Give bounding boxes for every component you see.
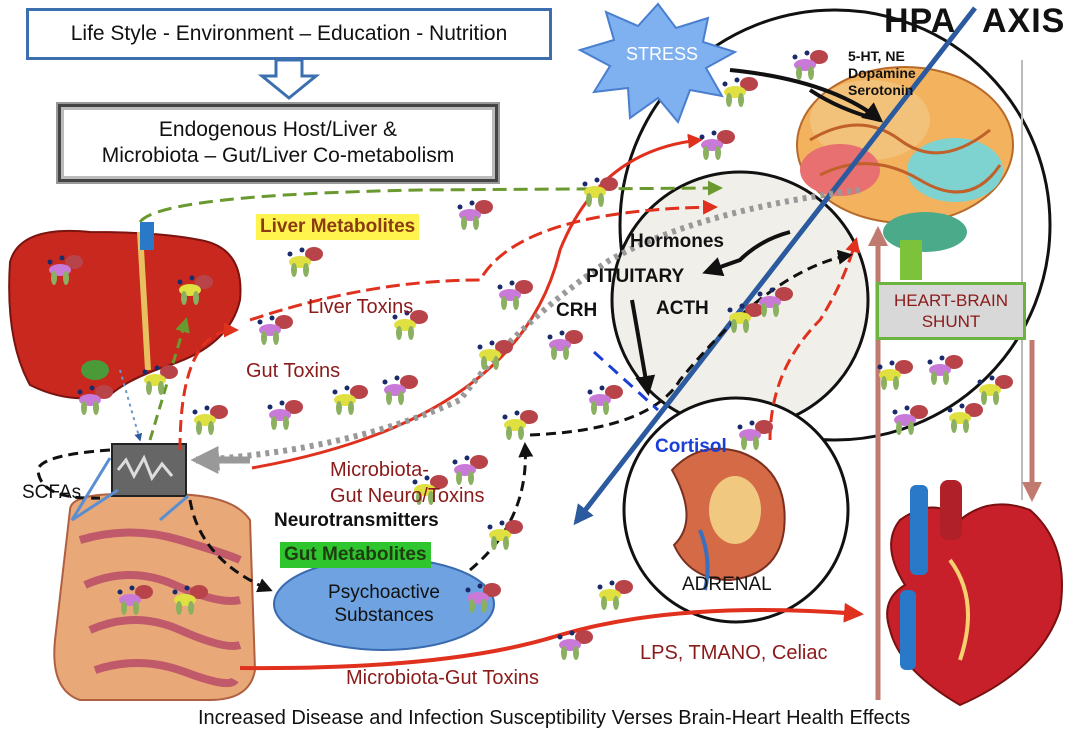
pituitary-label: PITUITARY (586, 266, 685, 287)
microbe-molecule-clusters (47, 50, 1013, 660)
molecule-cluster (502, 410, 538, 440)
molecule-cluster (497, 280, 533, 310)
molecule-cluster (257, 315, 293, 345)
arrow-to-pituitary (529, 249, 853, 437)
microbiota-gut-toxins-label: Microbiota-Gut Toxins (346, 667, 540, 689)
molecule-cluster (587, 385, 623, 415)
endogenous-line1: Endogenous Host/Liver & (158, 117, 398, 141)
psychoactive-text: Psychoactive Substances (284, 582, 484, 628)
molecule-cluster (392, 310, 428, 340)
molecule-cluster (722, 77, 758, 107)
bottom-caption: Increased Disease and Infection Suscepti… (198, 707, 911, 729)
molecule-cluster (287, 247, 323, 277)
molecule-cluster (452, 455, 488, 485)
molecule-cluster (737, 420, 773, 450)
microbiota-gut-neuro-line2: Gut Neuro/Toxins (330, 485, 485, 507)
arrow-liver-to-brain (138, 180, 723, 224)
gut-toxins-label: Gut Toxins (246, 360, 341, 382)
endogenous-box: Endogenous Host/Liver & Microbiota – Gut… (58, 104, 498, 182)
molecule-cluster (117, 585, 153, 615)
hpa-axis-line (573, 6, 977, 526)
psychoactive-line1: Psychoactive (328, 582, 440, 603)
down-arrow (257, 58, 321, 100)
arrow-psychoactive-up (469, 442, 534, 572)
molecule-cluster (77, 385, 113, 415)
arrow-gut-to-brain (251, 133, 703, 470)
arrow-liver-to-gut (119, 369, 143, 442)
neurotransmitters-label: Neurotransmitters (274, 510, 439, 531)
molecule-cluster (547, 330, 583, 360)
liver-illustration (8, 222, 242, 400)
lps-label: LPS, TMANO, Celiac (640, 642, 828, 664)
endogenous-line2: Microbiota – Gut/Liver Co-metabolism (101, 144, 455, 167)
molecule-cluster (557, 630, 593, 660)
molecule-cluster (382, 375, 418, 405)
liver-metabolites-label: Liver Metabolites (256, 214, 420, 240)
lifestyle-box: Life Style - Environment – Education - N… (26, 8, 552, 60)
stress-starburst (577, 2, 738, 124)
arrow-stress-to-brain (729, 68, 884, 123)
arrow-liver-toxins (249, 199, 718, 322)
shunt-line2: SHUNT (921, 312, 981, 331)
molecule-cluster (597, 580, 633, 610)
brain-circle (618, 8, 1052, 442)
molecule-cluster (457, 200, 493, 230)
lifestyle-text: Life Style - Environment – Education - N… (70, 22, 508, 45)
arrow-gut-toxins (178, 322, 239, 451)
microbiota-gut-neuro-line1: Microbiota- (330, 459, 429, 481)
molecule-cluster (487, 520, 523, 550)
arrow-adrenal-to-brain (768, 237, 861, 441)
neurotransmitter-list: 5-HT, NE Dopamine Serotonin (848, 48, 916, 98)
heart-brain-shunt-box: HEART-BRAIN SHUNT (876, 282, 1026, 340)
psychoactive-line2: Substances (334, 604, 434, 626)
arrow-hormones (702, 230, 791, 277)
molecule-cluster (172, 585, 208, 615)
liver-toxins-label: Liver Toxins (308, 296, 414, 318)
arrow-scfas-loop (36, 448, 111, 500)
molecule-cluster (465, 583, 501, 613)
stress-label: STRESS (626, 44, 699, 64)
molecule-cluster (47, 255, 83, 285)
molecule-cluster (757, 287, 793, 317)
molecule-cluster (727, 303, 763, 333)
molecule-cluster (977, 375, 1013, 405)
molecule-cluster (477, 340, 513, 370)
gut-metabolites-label: Gut Metabolites (280, 542, 431, 568)
hormones-label: Hormones (630, 231, 724, 252)
crh-blue-dash (592, 350, 660, 412)
nt-line2: Dopamine (848, 64, 916, 81)
molecule-cluster (927, 355, 963, 385)
arrow-acth-down (630, 299, 656, 396)
molecule-cluster (582, 177, 618, 207)
scfas-label: SCFAs (22, 482, 82, 503)
heart-illustration (886, 480, 1063, 707)
shunt-line1: HEART-BRAIN (894, 290, 1008, 310)
hpa-label: HPA (884, 2, 957, 40)
acth-label: ACTH (656, 298, 709, 319)
arrow-gut-to-liver (148, 317, 190, 441)
nt-line1: 5-HT, NE (848, 48, 905, 64)
molecule-cluster (892, 405, 928, 435)
molecule-cluster (412, 475, 448, 505)
molecule-cluster (332, 385, 368, 415)
molecule-cluster (267, 400, 303, 430)
nt-line3: Serotonin (848, 81, 914, 98)
molecule-cluster (699, 130, 735, 160)
molecule-cluster (192, 405, 228, 435)
crh-label: CRH (556, 300, 598, 321)
molecule-cluster (177, 275, 213, 305)
kidney-illustration (670, 447, 786, 591)
axis-label: AXIS (982, 2, 1066, 40)
cortisol-label: Cortisol (655, 436, 727, 457)
molecule-cluster (142, 365, 178, 395)
molecule-cluster (877, 360, 913, 390)
adrenal-label: ADRENAL (682, 574, 772, 595)
molecule-cluster (947, 403, 983, 433)
molecule-cluster (792, 50, 828, 80)
intestines-illustration (53, 443, 257, 701)
